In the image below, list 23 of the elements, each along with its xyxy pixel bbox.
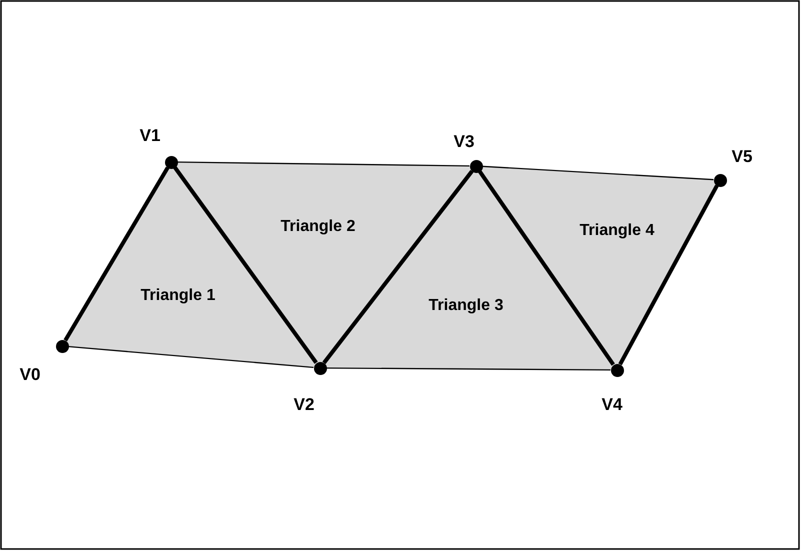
edge-line — [68, 346, 314, 368]
triangle-label: Triangle 3 — [428, 297, 504, 315]
edge-line — [173, 166, 318, 364]
vertex-label: V5 — [732, 147, 752, 167]
edge-line — [326, 367, 610, 371]
triangle-label: Triangle 2 — [280, 218, 356, 236]
vertex-label: V2 — [294, 395, 314, 415]
vertex-label: V4 — [602, 395, 622, 415]
vertex-label: V3 — [454, 132, 474, 152]
edge-line — [322, 170, 474, 364]
edge-line — [178, 161, 470, 167]
edge-line — [618, 184, 719, 366]
vertex-dot — [470, 160, 482, 172]
vertex-dot — [164, 156, 178, 168]
vertex-dot — [714, 174, 726, 186]
vertex-label: V1 — [140, 126, 160, 146]
triangle-label: Triangle 1 — [140, 287, 216, 305]
edge-line — [478, 170, 615, 366]
triangle-label: Triangle 4 — [580, 222, 654, 240]
vertex-label: V0 — [20, 365, 40, 385]
edge-line — [64, 166, 170, 342]
vertex-dot — [56, 340, 68, 352]
edge-line — [482, 166, 714, 180]
